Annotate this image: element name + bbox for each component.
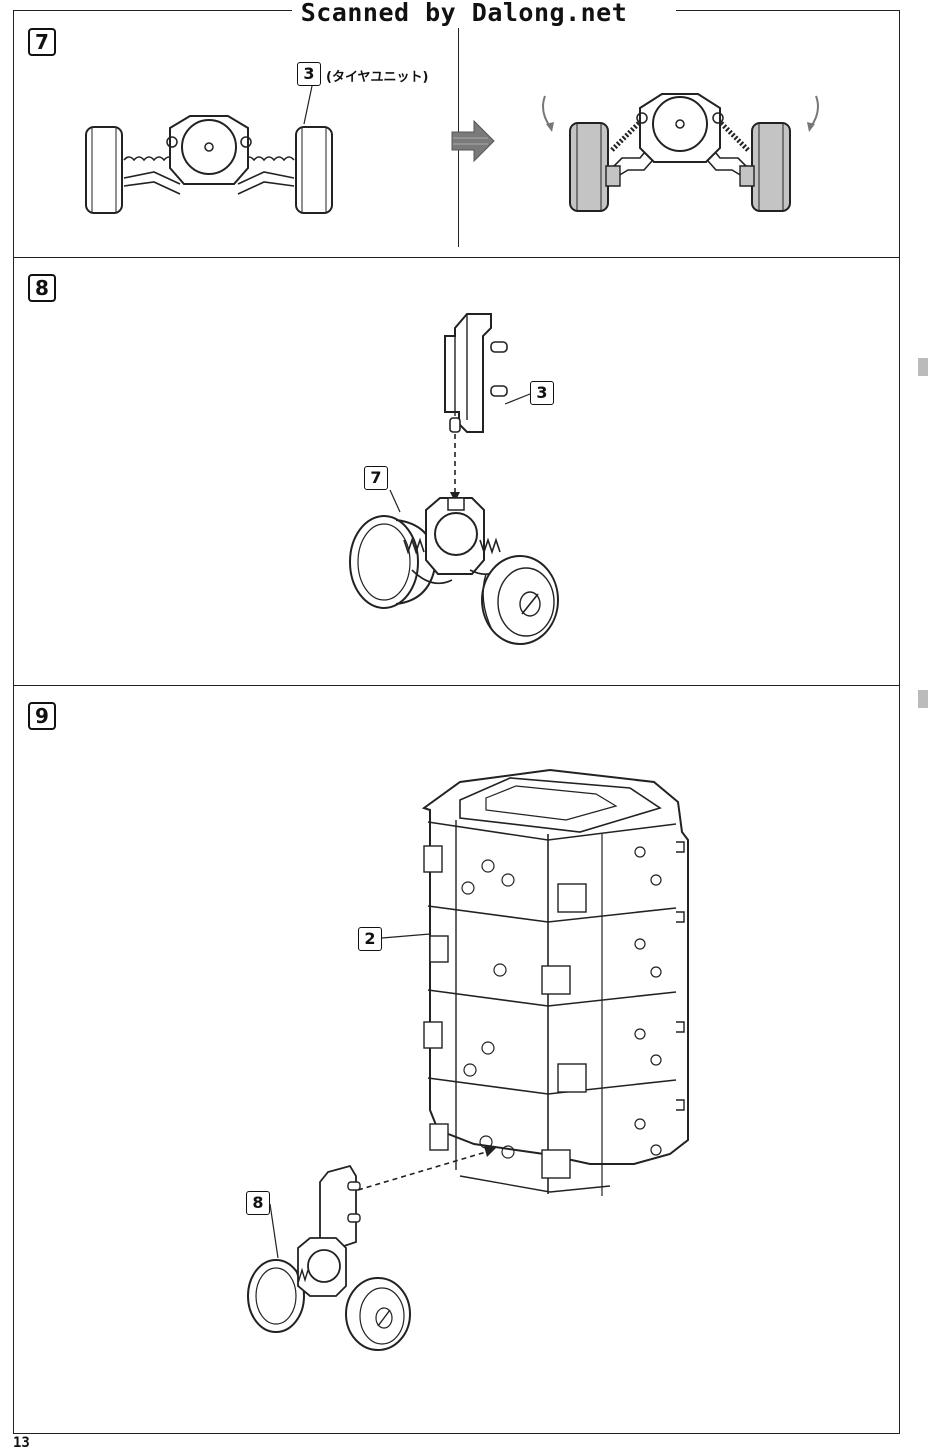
step-7-tire-unit-before bbox=[85, 85, 333, 214]
watermark-background bbox=[292, 2, 676, 28]
part-3-callout-label: (タイヤユニット) bbox=[326, 70, 429, 85]
watermark: Scanned by Dalong.net bbox=[300, 0, 628, 27]
scan-edge-mark bbox=[918, 690, 928, 708]
arrow-right-icon bbox=[451, 119, 495, 163]
step-8-badge: 8 bbox=[28, 274, 56, 302]
divider-step-7-before-after bbox=[458, 10, 459, 247]
part-2-callout-badge: 2 bbox=[358, 927, 382, 951]
page-number: 13 bbox=[13, 1435, 30, 1451]
step-7-tire-unit-after bbox=[542, 93, 819, 212]
divider-step-7-8 bbox=[13, 257, 900, 258]
divider-step-8-9 bbox=[13, 685, 900, 686]
part-3-callout-badge: 3 bbox=[530, 381, 554, 405]
step-8-assembly-drawing bbox=[349, 313, 559, 645]
step-7-badge: 7 bbox=[28, 28, 56, 56]
step-9-badge: 9 bbox=[28, 702, 56, 730]
part-7-callout-badge: 7 bbox=[364, 466, 388, 490]
part-8-callout-badge: 8 bbox=[246, 1191, 270, 1215]
part-3-callout-badge: 3 bbox=[297, 62, 321, 86]
scan-edge-mark bbox=[918, 358, 928, 376]
